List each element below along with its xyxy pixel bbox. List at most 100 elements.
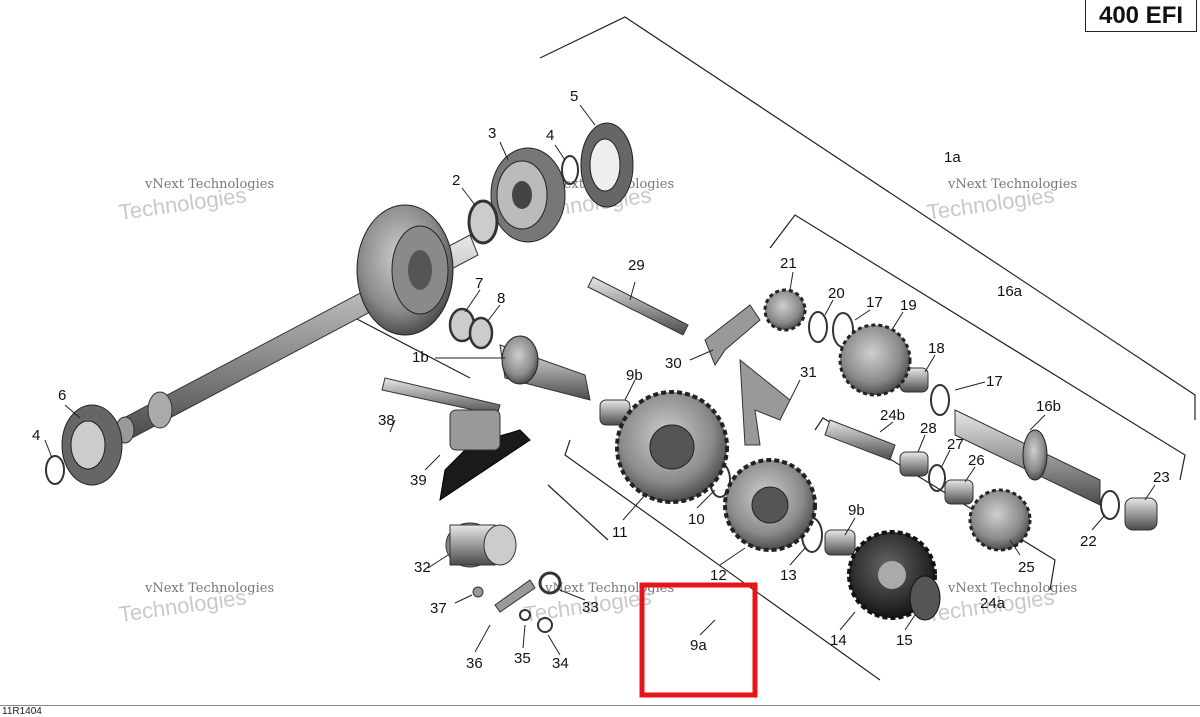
drum-32 bbox=[445, 522, 517, 568]
gear-19 bbox=[838, 323, 912, 397]
bevel-gear bbox=[356, 204, 454, 336]
part-33 bbox=[538, 571, 562, 595]
label-3: 3 bbox=[488, 125, 496, 142]
label-16a: 16a bbox=[997, 283, 1023, 300]
label-27: 27 bbox=[947, 436, 964, 453]
model-label: 400 EFI bbox=[1085, 0, 1197, 32]
seal-5 bbox=[580, 122, 634, 208]
label-38: 38 bbox=[378, 412, 395, 429]
part-labels: 1a 1b 2 3 4 4 5 6 7 8 9a 9b 9b 10 11 12 … bbox=[32, 88, 1170, 672]
label-24b: 24b bbox=[880, 407, 905, 424]
label-28: 28 bbox=[920, 420, 937, 437]
label-4-top: 4 bbox=[546, 127, 554, 144]
label-5: 5 bbox=[570, 88, 578, 105]
label-13: 13 bbox=[780, 567, 797, 584]
fork-30 bbox=[704, 304, 761, 367]
label-9b-low: 9b bbox=[848, 502, 865, 519]
gear-21 bbox=[763, 288, 807, 332]
bracket-1b-upper bbox=[354, 317, 471, 379]
label-15: 15 bbox=[896, 632, 913, 649]
label-2: 2 bbox=[452, 172, 460, 189]
shaft-16b bbox=[954, 409, 1101, 506]
label-17-top: 17 bbox=[866, 294, 883, 311]
label-35: 35 bbox=[514, 650, 531, 667]
label-25: 25 bbox=[1018, 559, 1035, 576]
label-22: 22 bbox=[1080, 533, 1097, 550]
part-35 bbox=[519, 609, 531, 621]
label-1b: 1b bbox=[412, 349, 429, 366]
label-9a: 9a bbox=[690, 637, 707, 654]
bearing-28 bbox=[899, 451, 929, 477]
label-37: 37 bbox=[430, 600, 447, 617]
label-17-mid: 17 bbox=[986, 373, 1003, 390]
highlight-box-9a bbox=[639, 582, 758, 698]
label-20: 20 bbox=[828, 285, 845, 302]
shift-forks bbox=[704, 304, 791, 446]
ring-8 bbox=[468, 316, 494, 350]
label-8: 8 bbox=[497, 290, 505, 307]
assembly-brackets bbox=[354, 16, 1196, 681]
label-34: 34 bbox=[552, 655, 569, 672]
input-shaft-1b bbox=[499, 335, 591, 401]
watermark-brand: vNext Technologies bbox=[144, 581, 274, 596]
part-34 bbox=[537, 617, 553, 633]
label-9b-top: 9b bbox=[626, 367, 643, 384]
bearing-3 bbox=[490, 147, 566, 243]
label-21: 21 bbox=[780, 255, 797, 272]
needle-bearings bbox=[599, 367, 1158, 556]
rods bbox=[587, 276, 896, 461]
label-18: 18 bbox=[928, 340, 945, 357]
bracket-1b bbox=[564, 439, 881, 681]
fork-31 bbox=[739, 358, 791, 446]
ring-27 bbox=[928, 464, 946, 492]
label-10: 10 bbox=[688, 511, 705, 528]
ring-20 bbox=[808, 311, 828, 343]
watermark-brand: vNext Technologies bbox=[144, 177, 274, 192]
watermark-brand: vNext Technologies bbox=[947, 581, 1077, 596]
label-32: 32 bbox=[414, 559, 431, 576]
ring-22 bbox=[1100, 490, 1120, 520]
label-11: 11 bbox=[612, 524, 628, 541]
label-6: 6 bbox=[58, 387, 66, 404]
shift-mechanism bbox=[381, 377, 562, 633]
bracket-16a bbox=[769, 214, 1186, 481]
bracket-1a bbox=[539, 16, 1196, 420]
ring-4-top bbox=[561, 155, 579, 185]
label-14: 14 bbox=[830, 632, 847, 649]
bracket-24a bbox=[814, 417, 1056, 591]
label-4-left: 4 bbox=[32, 427, 40, 444]
bearing-6 bbox=[61, 404, 123, 486]
bushing-23 bbox=[1124, 497, 1158, 531]
leader-lines bbox=[44, 104, 1156, 656]
label-33: 33 bbox=[582, 599, 599, 616]
label-36: 36 bbox=[466, 655, 483, 672]
label-31: 31 bbox=[800, 364, 817, 381]
gears bbox=[615, 288, 1032, 621]
bottom-rule bbox=[0, 705, 1200, 706]
rings bbox=[45, 155, 1120, 553]
ring-4-left bbox=[45, 455, 65, 485]
part-code: 11R1404 bbox=[2, 706, 42, 717]
seal-15 bbox=[909, 575, 941, 621]
label-12: 12 bbox=[710, 567, 727, 584]
bearing-26 bbox=[944, 479, 974, 505]
label-23: 23 bbox=[1153, 469, 1170, 486]
lever-36 bbox=[494, 579, 536, 613]
label-29: 29 bbox=[628, 257, 645, 274]
gear-25 bbox=[968, 488, 1032, 552]
label-7: 7 bbox=[475, 275, 483, 292]
watermarks: vNext Technologies Technologies vNext Te… bbox=[117, 177, 1077, 627]
part-37 bbox=[472, 586, 484, 598]
label-19: 19 bbox=[900, 297, 917, 314]
label-16b: 16b bbox=[1036, 398, 1061, 415]
label-24a: 24a bbox=[980, 595, 1006, 612]
label-30: 30 bbox=[665, 355, 682, 372]
label-39: 39 bbox=[410, 472, 427, 489]
ring-17-mid bbox=[930, 384, 950, 416]
label-26: 26 bbox=[968, 452, 985, 469]
label-1a: 1a bbox=[944, 149, 961, 166]
ring-2 bbox=[467, 199, 499, 245]
watermark-brand: vNext Technologies bbox=[947, 177, 1077, 192]
bearing-9b-low bbox=[824, 529, 856, 556]
